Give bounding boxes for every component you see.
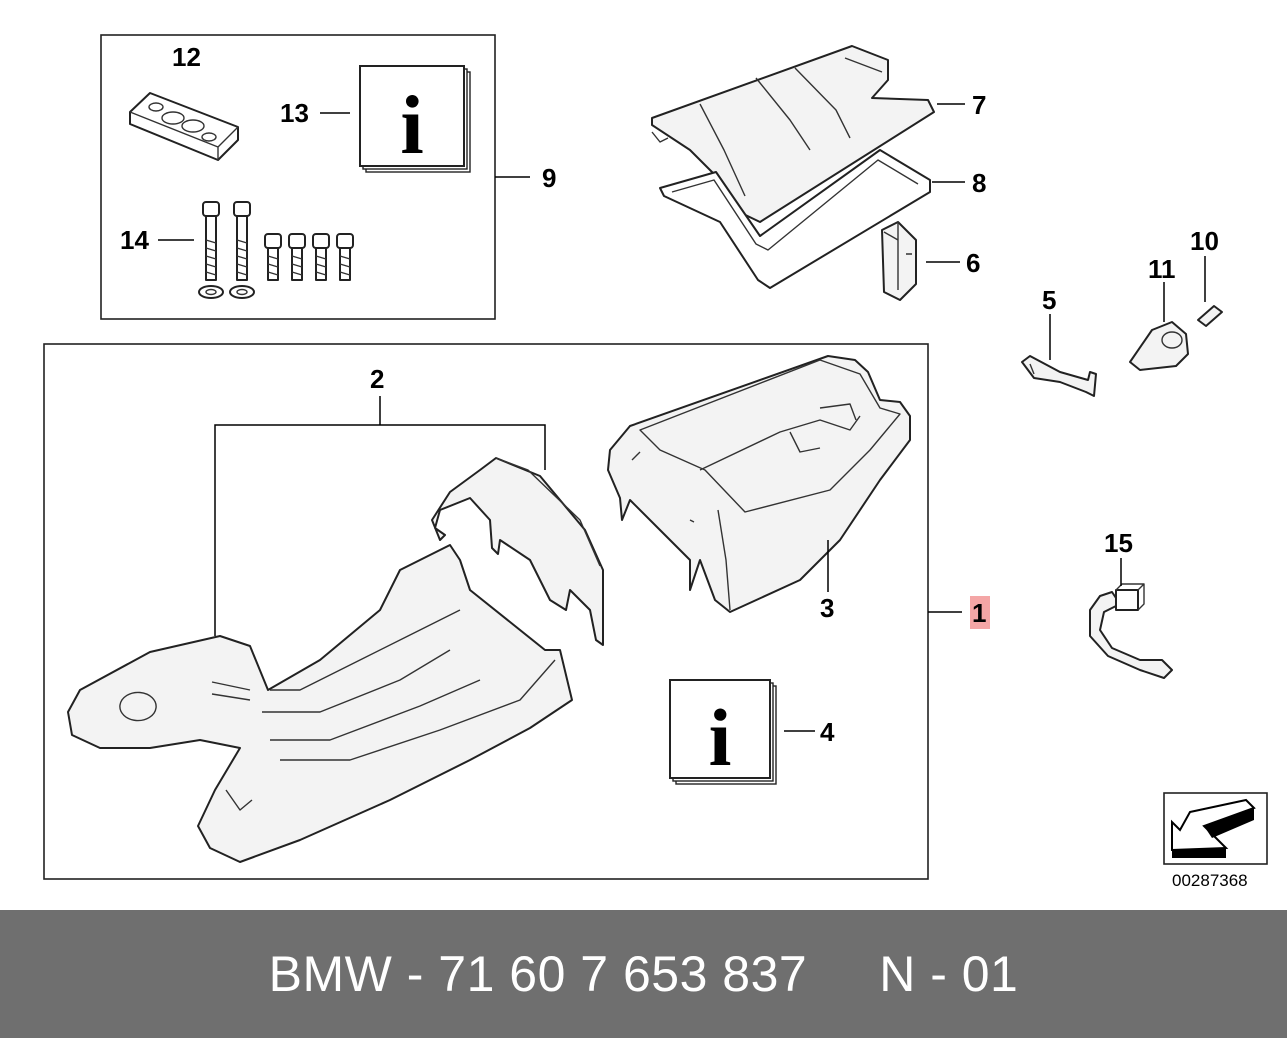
part-15-cable-strap <box>1089 583 1173 679</box>
callout-1: 1 <box>972 598 986 628</box>
part-8-lid-seal <box>659 149 931 289</box>
info-icon: i <box>400 79 423 172</box>
callout-12: 12 <box>172 42 201 72</box>
callout-13: 13 <box>280 98 309 128</box>
part-number-text: BMW - 71 60 7 653 837 <box>268 946 808 1002</box>
callout-2: 2 <box>370 364 384 394</box>
callout-6: 6 <box>966 248 980 278</box>
callout-15: 15 <box>1104 528 1133 558</box>
callout-5: 5 <box>1042 285 1056 315</box>
callout-4: 4 <box>820 717 835 747</box>
callout-3: 3 <box>820 593 834 623</box>
orientation-arrow <box>1163 792 1268 865</box>
part-14-screws <box>198 201 354 299</box>
part-11-lock-knob <box>1129 321 1189 371</box>
info-icon: i <box>709 692 732 783</box>
part-6-bracket <box>881 221 917 301</box>
footer-spacer <box>807 945 879 1003</box>
part-12-plate <box>129 92 239 161</box>
part-10-pin <box>1197 305 1223 327</box>
part-2-console-trim <box>67 457 604 863</box>
part-4-info-sheet: i <box>669 679 777 785</box>
part-number-footer: BMW - 71 60 7 653 837 N - 01 <box>0 910 1287 1038</box>
part-3-storage-box <box>607 355 911 613</box>
parts-diagram: 12 i 13 14 9 <box>43 34 1268 890</box>
part-5-clip <box>1021 355 1097 397</box>
callout-10: 10 <box>1190 226 1219 256</box>
callout-11: 11 <box>1148 254 1176 284</box>
page-code-text: N - 01 <box>879 946 1019 1002</box>
callout-9: 9 <box>542 163 556 193</box>
callout-1-highlight <box>970 596 990 629</box>
callout-14: 14 <box>120 225 149 255</box>
reference-number: 00287368 <box>1172 871 1248 890</box>
callout-7: 7 <box>972 90 986 120</box>
callout-8: 8 <box>972 168 986 198</box>
part-13-info-sheet: i <box>359 65 471 173</box>
part-7-armrest-lid <box>651 45 935 223</box>
